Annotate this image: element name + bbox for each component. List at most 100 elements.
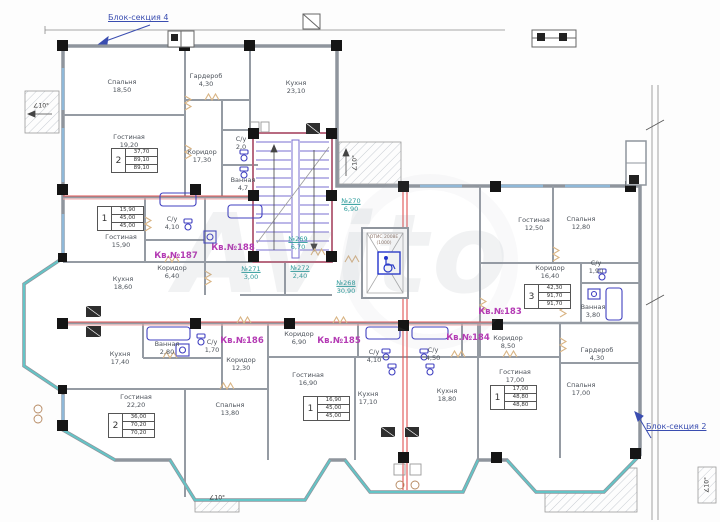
room-area: 4,10: [366, 356, 382, 364]
stair-direction-arrows: [270, 143, 318, 253]
room-name: С/у: [427, 345, 439, 354]
room-name: С/у: [235, 134, 247, 143]
room-name: Ванная: [154, 339, 180, 348]
room-area: 1,70: [204, 346, 220, 354]
room-name: Кухня: [285, 78, 307, 87]
room-name: Кухня: [436, 386, 458, 395]
slope-marker: ∠10°: [351, 154, 359, 172]
room-area: 4,50: [425, 354, 441, 362]
door-openings: [143, 92, 568, 391]
area-value: 36,00: [123, 414, 154, 422]
room-name: Гардероб: [189, 71, 223, 80]
room-area: 12,50: [524, 224, 544, 232]
room-name: Спальня: [566, 214, 596, 223]
area-value: 89,10: [133, 165, 150, 171]
staircase: [256, 139, 330, 259]
apartment-label-187: Кв.№187: [154, 251, 198, 261]
slope-marker: ∠10°: [703, 476, 711, 494]
area-value: 48,80: [512, 402, 529, 408]
roof-structures: [167, 13, 647, 186]
room-area: 4,10: [164, 223, 180, 231]
room-area: 17,00: [571, 389, 591, 397]
room-name: Гостиная: [499, 367, 531, 376]
elevator-shaft: [361, 227, 409, 299]
room-name: Коридор: [157, 263, 187, 272]
elevator-label: ОТИС 2008Е(1000): [370, 235, 399, 247]
room-name: Гардероб: [580, 345, 614, 354]
window-strips: [61, 68, 610, 427]
room-area: 23,10: [286, 87, 306, 95]
vent-shafts: [85, 122, 420, 438]
room-name: Гостиная: [518, 215, 550, 224]
room-area: 16,90: [298, 379, 318, 387]
bathtub: [605, 287, 623, 321]
room-area: 4,30: [198, 80, 214, 88]
apartment-label-188: Кв.№188: [211, 243, 255, 253]
room-area: 17,40: [110, 358, 130, 366]
area-value: 15,90: [112, 207, 143, 215]
sinks: [175, 230, 601, 357]
room-name: Коридор: [226, 355, 256, 364]
room-name: Ванная: [230, 175, 256, 184]
room-name: Гостиная: [120, 392, 152, 401]
rooms-count: 1: [98, 207, 112, 230]
area-value: 48,80: [505, 394, 536, 402]
common-area-size: 30,90: [336, 287, 356, 295]
columns: [57, 40, 641, 463]
kitchen-fixtures: [33, 121, 422, 490]
area-value: 17,00: [505, 386, 536, 394]
area-value: 45,00: [318, 405, 349, 413]
common-area-size: 6,90: [343, 205, 359, 213]
room-area: 3,80: [585, 311, 601, 319]
room-name: Коридор: [493, 333, 523, 342]
wheelchair-icon: [377, 251, 401, 275]
room-area: 13,80: [220, 409, 240, 417]
common-area-number: №270: [341, 196, 361, 205]
room-name: С/у: [590, 258, 602, 267]
room-area: 6,90: [291, 338, 307, 346]
slope-marker: ∠10°: [208, 494, 226, 502]
room-area: 8,50: [500, 342, 516, 350]
area-value: 89,10: [126, 157, 157, 165]
room-area: 18,60: [113, 283, 133, 291]
elevator-model: ОТИС 2008Е: [369, 235, 399, 241]
common-area-size: 3,00: [243, 273, 259, 281]
room-name: Кухня: [357, 389, 379, 398]
slope-marker: ∠10°: [32, 102, 50, 110]
area-value: 37,70: [126, 149, 157, 157]
room-name: С/у: [166, 214, 178, 223]
room-area: 12,30: [231, 364, 251, 372]
room-name: Спальня: [107, 77, 137, 86]
room-name: Гостиная: [105, 232, 137, 241]
bathtub: [365, 326, 401, 340]
bathtub: [159, 192, 197, 207]
area-value: 45,00: [119, 223, 136, 229]
rooms-count: 1: [304, 397, 318, 420]
slope-arrows: [26, 110, 350, 176]
room-area: 17,10: [358, 398, 378, 406]
room-name: Гостиная: [113, 132, 145, 141]
section-label-top: Блок-секция 4: [108, 13, 169, 22]
watermark-ring: [342, 174, 518, 350]
